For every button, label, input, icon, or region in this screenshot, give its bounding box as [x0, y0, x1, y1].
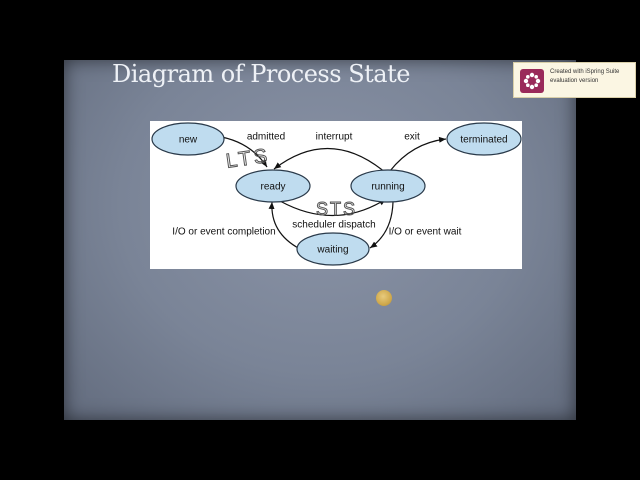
edge-io-completion [268, 201, 301, 250]
label-admitted: admitted [247, 132, 285, 143]
watermark-line2: evaluation version [550, 78, 599, 84]
watermark-line1: Created with iSpring Suite [550, 69, 620, 75]
node-terminated-label: terminated [460, 135, 507, 146]
node-running: running [350, 169, 426, 203]
watermark-text: Created with iSpring Suite evaluation ve… [550, 68, 634, 86]
node-running-label: running [371, 182, 404, 193]
annotation-sts: STS [316, 199, 357, 219]
slide: Diagram of Process State new ready [64, 60, 576, 420]
node-waiting-label: waiting [316, 245, 348, 256]
node-terminated: terminated [446, 122, 522, 156]
edge-interrupt [273, 147, 387, 174]
pointer-highlight [376, 290, 392, 306]
node-new-label: new [179, 135, 198, 146]
node-waiting: waiting [296, 232, 370, 266]
label-exit: exit [404, 132, 420, 143]
node-ready-label: ready [260, 182, 285, 193]
slide-title: Diagram of Process State [112, 60, 410, 88]
ispring-logo-icon [520, 69, 544, 93]
node-ready: ready [235, 169, 311, 203]
annotation-lts: LTS [225, 145, 272, 173]
node-new: new [151, 122, 225, 156]
label-scheduler-dispatch: scheduler dispatch [292, 220, 375, 231]
edge-io-wait [369, 201, 394, 249]
label-io-completion: I/O or event completion [172, 227, 275, 238]
label-io-wait: I/O or event wait [389, 227, 462, 238]
ispring-watermark: Created with iSpring Suite evaluation ve… [513, 62, 636, 98]
diagram-svg: new ready running terminated waiting adm… [151, 122, 522, 266]
process-state-diagram: new ready running terminated waiting adm… [150, 121, 522, 269]
edge-exit [389, 136, 447, 172]
edge-scheduler-dispatch [279, 198, 387, 217]
label-interrupt: interrupt [316, 132, 353, 143]
